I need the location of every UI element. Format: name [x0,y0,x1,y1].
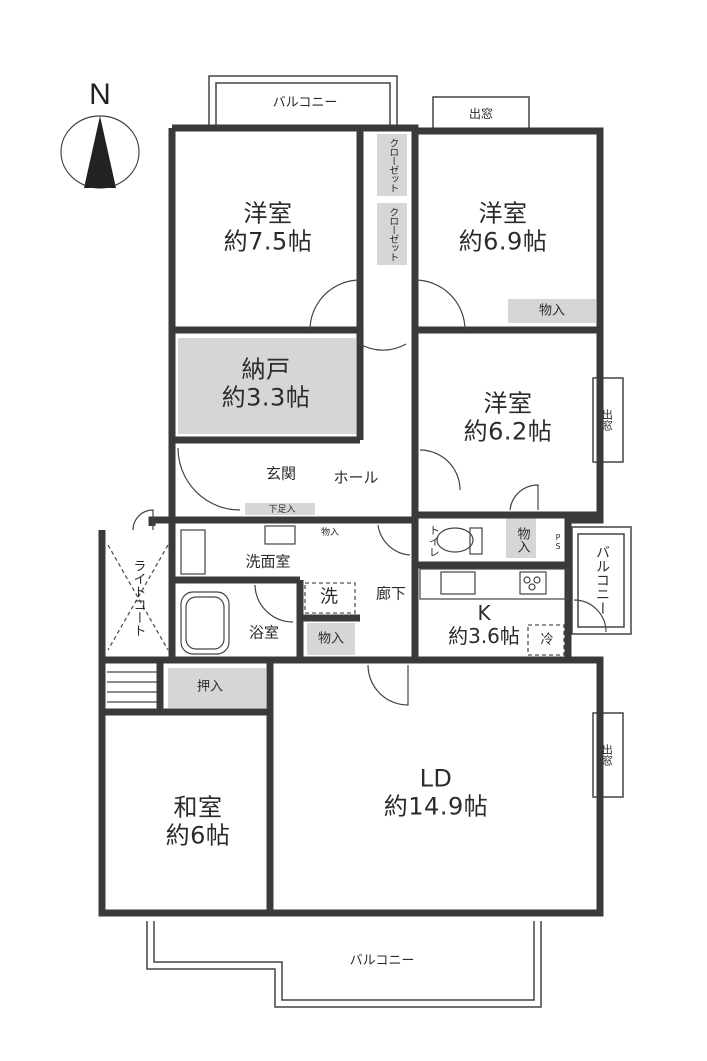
bay-window-east-lower [592,712,624,798]
monoire-toilet-label: 物入 [514,527,530,553]
room-western-1-name: 洋室 [243,199,293,228]
room-western-1-size: 約7.5帖 [223,227,313,255]
shoe-storage-label: 下足入 [268,504,296,515]
room-living-dining-name: LD [419,764,453,793]
laundry-label: 洗 [320,586,338,608]
hall-label: ホール [333,468,379,487]
bathroom-label: 浴室 [248,623,280,642]
room-storage-size: 約3.3帖 [221,383,311,411]
room-storage-name: 納戸 [241,355,291,384]
room-japanese-size: 約6帖 [165,821,231,849]
bay-window-east-upper-label: 出窓 [600,409,614,431]
bay-window-north-label: 出窓 [468,107,494,122]
room-kitchen-size: 約3.6帖 [448,624,520,648]
room-western-3: 洋室 約6.2帖 [464,390,553,445]
bay-window-east-lower-label: 出窓 [600,744,614,766]
closet-2-fill [377,203,407,265]
monoire-bedroom-fill [508,299,596,323]
washroom-label: 洗面室 [245,552,291,571]
room-kitchen-name: K [477,601,491,625]
balcony-east-label: バルコニー [594,545,611,615]
fridge-label: 冷 [540,632,554,648]
monoire-washroom-label: 物入 [320,527,340,538]
room-western-3-size: 約6.2帖 [463,417,553,445]
closet-2-label: クローゼット [386,207,398,261]
monoire-corridor-label: 物入 [317,631,345,647]
room-western-1: 洋室 約7.5帖 [224,200,313,255]
room-western-2-size: 約6.9帖 [458,227,548,255]
closet-1-fill [377,134,407,196]
entrance-label: 玄関 [265,464,297,483]
north-arrow-icon [84,116,116,188]
room-kitchen: K 約3.6帖 [448,602,520,648]
balcony-south-label: バルコニー [349,953,415,969]
room-western-2-name: 洋室 [478,199,528,228]
balcony-south [146,921,542,1008]
balcony-north-label: バルコニー [272,95,338,111]
storage-room-fill [178,338,356,434]
light-court-label: ライトコート [130,559,146,637]
room-western-2: 洋室 約6.9帖 [459,200,548,255]
corridor-label: 廊下 [375,584,407,603]
room-storage: 納戸 約3.3帖 [222,356,311,411]
room-living-dining: LD 約14.9帖 [384,765,488,820]
closet-1-label: クローゼット [386,138,398,192]
balcony-east [571,526,632,635]
room-japanese: 和室 約6帖 [166,794,231,849]
monoire-bedroom-label: 物入 [538,303,566,319]
toilet-label: トイレ [427,524,441,558]
room-living-dining-size: 約14.9帖 [383,792,489,820]
compass-north-label: N [89,78,111,111]
bay-window-east-upper [592,377,624,463]
room-western-3-name: 洋室 [483,389,533,418]
closet-japanese-label: 押入 [196,679,224,695]
room-japanese-name: 和室 [173,793,223,822]
pipe-space-label: PS [553,533,563,551]
